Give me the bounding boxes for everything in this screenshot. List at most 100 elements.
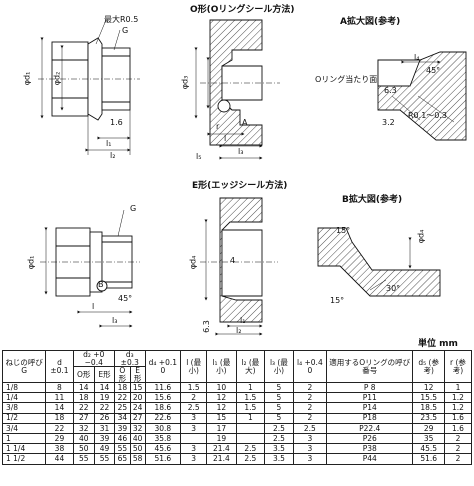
- table-cell: 34: [114, 412, 131, 424]
- table-cell: 31: [93, 422, 116, 434]
- table-cell: 65: [114, 453, 131, 465]
- table-cell: 46: [114, 432, 131, 445]
- table-cell: 30.8: [144, 422, 182, 434]
- table-cell: 22: [45, 422, 74, 434]
- sub-d2-o: O形: [72, 366, 95, 383]
- table-cell: 39: [114, 422, 131, 434]
- table-cell: 45.5: [412, 443, 445, 455]
- table-cell: 50: [129, 443, 146, 455]
- spec-table: ねじの呼び G d ±0.1 d₂ +0 −0.4 d₃ ±0.3 d₄ +0.…: [1, 350, 473, 465]
- table-cell: 22.6: [144, 412, 182, 424]
- table-cell: 18.6: [144, 402, 182, 414]
- col-l4: l₄ +0.4 0: [292, 350, 328, 383]
- table-cell: 1.5: [235, 402, 266, 414]
- table-cell: 3: [180, 453, 208, 465]
- table-cell: 2: [180, 392, 208, 404]
- table-cell: 5: [264, 381, 294, 394]
- table-cell: 3: [180, 422, 208, 434]
- table-cell: 50: [72, 443, 95, 455]
- table-cell: 1.6: [443, 412, 473, 424]
- table-cell: 45.6: [144, 443, 182, 455]
- table-cell: 3.5: [264, 453, 294, 465]
- table-cell: [235, 422, 266, 434]
- thread-g-note-e: G: [130, 204, 137, 213]
- sub-d3-e: E形: [129, 366, 146, 383]
- dim-l2-o: l₂: [110, 151, 116, 160]
- table-cell: 27: [129, 412, 146, 424]
- table-cell: P18: [326, 412, 414, 424]
- table-cell: 19: [93, 392, 116, 404]
- table-cell: 3.5: [264, 443, 294, 455]
- table-cell: 12: [206, 402, 237, 414]
- table-cell: P38: [326, 443, 414, 455]
- col-oring: 適用するOリングの呼び番号: [326, 350, 414, 383]
- table-cell: P 8: [326, 381, 414, 394]
- table-cell: 1: [443, 381, 473, 394]
- table-cell: 14: [45, 402, 74, 414]
- table-cell: 1.5: [235, 392, 266, 404]
- table-cell: 20: [129, 392, 146, 404]
- table-cell: 22: [72, 402, 95, 414]
- detail-a-marker: A: [242, 118, 248, 127]
- table-cell: 2.5: [264, 422, 294, 434]
- dim-1-6: 1.6: [110, 118, 123, 127]
- dim-l4: l₄: [414, 53, 420, 62]
- table-cell: 25: [114, 402, 131, 414]
- table-cell: 55: [114, 443, 131, 455]
- dim-l5-o: l₅: [196, 152, 202, 161]
- col-thread: ねじの呼び G: [1, 350, 47, 383]
- detail-b-title: B拡大図(参考): [342, 195, 403, 205]
- sub-d2-e: E形: [93, 366, 116, 383]
- roughness-3-2-a: 3.2: [382, 118, 395, 127]
- table-cell: P26: [326, 432, 414, 445]
- table-cell: P11: [326, 392, 414, 404]
- col-d4: d₄ +0.1 0: [144, 350, 182, 383]
- table-cell: 18: [114, 381, 131, 394]
- table-cell: 51.6: [144, 453, 182, 465]
- table-cell: 38: [45, 443, 74, 455]
- col-d5: d₅ (参考): [412, 350, 445, 383]
- table-cell: 5: [264, 392, 294, 404]
- table-cell: 29: [45, 432, 74, 445]
- table-cell: 11.6: [144, 381, 182, 394]
- dim-l1-o: l₁: [106, 139, 112, 148]
- table-cell: 5: [264, 412, 294, 424]
- table-cell: 1.6: [443, 422, 473, 434]
- table-cell: 3: [180, 443, 208, 455]
- dim-d4-b: φd₄: [416, 229, 426, 244]
- table-cell: 18.5: [412, 402, 445, 414]
- table-cell: 3: [180, 412, 208, 424]
- dim-d1-e: φd₁: [26, 255, 36, 270]
- col-d: d ±0.1: [45, 350, 74, 383]
- table-cell: 1.5: [180, 381, 208, 394]
- o-type-port-section: [194, 19, 280, 160]
- table-cell: 3: [292, 432, 328, 445]
- table-cell: 2: [292, 412, 328, 424]
- table-cell: 1: [235, 412, 266, 424]
- roughness-6-3-a: 6.3: [384, 86, 397, 95]
- table-cell: 49: [93, 443, 116, 455]
- col-r: r (参考): [443, 350, 473, 383]
- detail-b-view: [317, 227, 441, 297]
- angle-15-b: 15°: [336, 226, 351, 235]
- table-cell: 22: [93, 402, 116, 414]
- table-cell: 2: [292, 392, 328, 404]
- o-type-plug-view: [38, 19, 140, 155]
- unit-label: 単位 mm: [418, 339, 458, 349]
- table-cell: 2.5: [264, 432, 294, 445]
- dim-d3: φd₃: [180, 75, 190, 90]
- dim-r-o: r: [216, 122, 220, 131]
- table-cell: 26: [93, 412, 116, 424]
- table-cell: [180, 432, 208, 445]
- table-cell: 1.2: [443, 402, 473, 414]
- table-cell: 2.5: [292, 422, 328, 434]
- table-cell: 2: [292, 381, 328, 394]
- table-cell: 21.4: [206, 453, 237, 465]
- table-cell: 19: [206, 432, 237, 445]
- table-cell: 21.4: [206, 443, 237, 455]
